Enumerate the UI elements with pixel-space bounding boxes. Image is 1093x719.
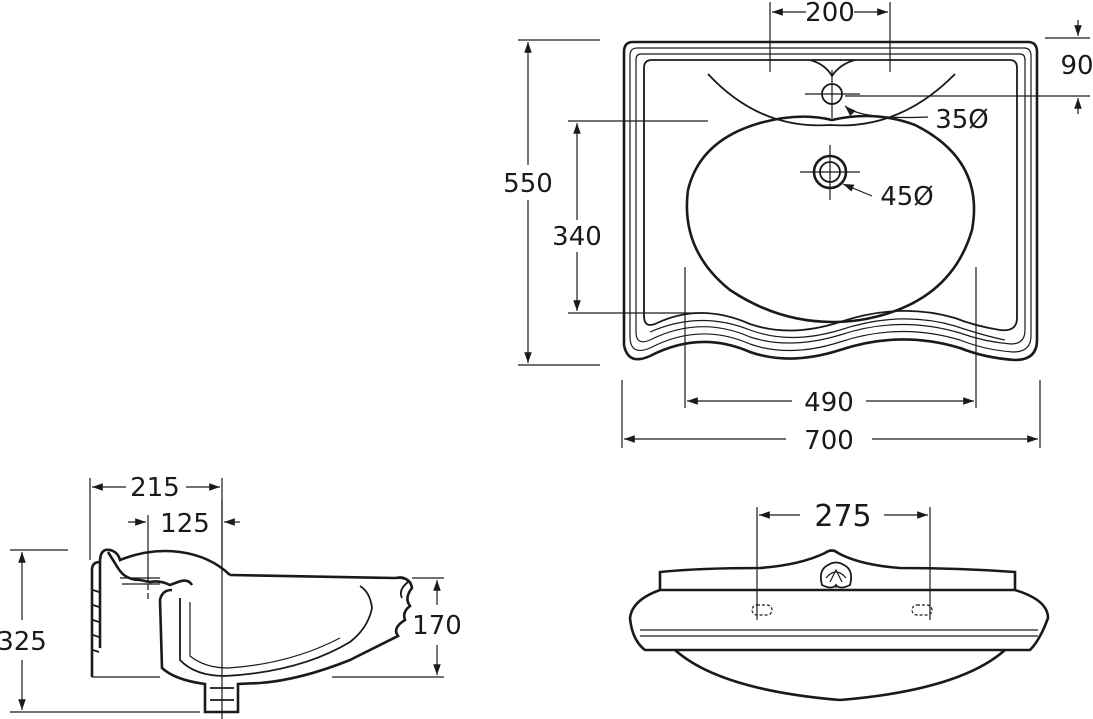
top-view-dimensions: 200 90 35Ø 45Ø 550 340 490 700	[503, 0, 1093, 456]
side-rim-top	[106, 551, 194, 587]
dim-bowl-width: 490	[804, 388, 854, 418]
dim-tap-to-edge: 90	[1060, 51, 1093, 81]
wall-bracket	[90, 560, 102, 677]
dim-overall-depth: 550	[503, 169, 553, 199]
fixing-slot-left	[751, 604, 773, 616]
dim-fixing-spacing: 275	[814, 499, 871, 534]
front-bowl-underside	[674, 649, 1006, 702]
front-splash-top	[658, 549, 1017, 590]
dim-side-bowl-height: 170	[412, 611, 462, 641]
front-ornament	[819, 561, 853, 589]
bowl-outline	[685, 114, 976, 324]
dim-side-depth-drain: 125	[160, 509, 210, 539]
fixing-slot-right	[911, 604, 933, 616]
dim-overall-width: 700	[804, 426, 854, 456]
dim-bowl-depth: 340	[552, 222, 602, 252]
wall-bracket-hatch	[92, 589, 100, 653]
side-front-edge	[394, 576, 410, 599]
basin-rim-line-2	[629, 47, 1032, 353]
dim-drain-hole: 45Ø	[880, 182, 934, 212]
basin-rim-line-3	[635, 53, 1026, 345]
front-rim	[628, 588, 1050, 652]
tap-ledge-curve	[707, 73, 956, 127]
front-ornament-detail	[825, 568, 847, 588]
dim-tap-spacing: 200	[805, 0, 855, 28]
side-bowl-inner-2	[189, 602, 341, 669]
front-view-dimensions: 275	[756, 499, 931, 620]
basin-inner-deck-2	[649, 318, 1006, 341]
side-view	[90, 500, 414, 719]
front-view	[628, 549, 1050, 702]
basin-outer-rim	[622, 40, 1039, 362]
side-view-dimensions: 215 125 325 170	[0, 473, 462, 713]
side-bowl-outer	[158, 573, 414, 714]
side-bowl-inner	[179, 585, 373, 677]
dim-side-depth-outer: 215	[130, 473, 180, 503]
tap-hole-centerline	[805, 70, 860, 118]
dim-tap-hole: 35Ø	[935, 105, 989, 135]
drain-centerline	[800, 145, 860, 200]
side-splash-profile	[98, 548, 231, 576]
side-bracket-lines	[120, 577, 160, 585]
dim-side-height: 325	[0, 627, 47, 657]
top-view	[622, 40, 1039, 362]
